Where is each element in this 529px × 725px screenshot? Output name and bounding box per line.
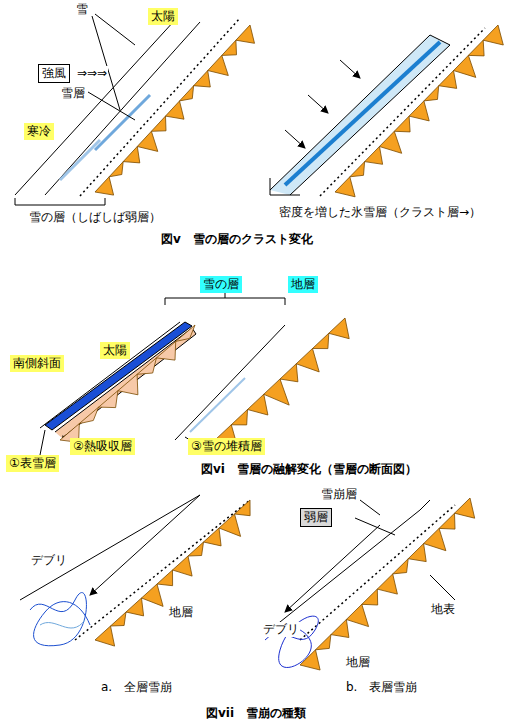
part-label: デブリ: [30, 553, 68, 568]
highlight-label: ①表雪層: [6, 455, 59, 472]
part-label: 雪: [75, 2, 89, 17]
part-label: 地層: [345, 655, 371, 670]
highlight-label: 太陽: [148, 8, 178, 25]
figure-caption: 図vi 雪層の融解変化（雪層の断面図）: [200, 462, 418, 477]
part-label: a. 全層雪崩: [100, 680, 173, 695]
ground-layer: [300, 498, 475, 670]
label-text: 雪の層: [203, 277, 239, 291]
highlight-label: 南側斜面: [10, 355, 64, 372]
figure-caption: 図vii 雪崩の種類: [205, 706, 307, 721]
ground-layer: [215, 318, 349, 448]
highlight-label: 地層: [288, 276, 318, 293]
label-text: 南側斜面: [13, 356, 61, 370]
highlight-label: ③雪の堆積層: [188, 438, 265, 455]
highlight-label: 弱層: [300, 508, 332, 527]
label-text: 弱層: [304, 510, 328, 524]
highlight-label: 太陽: [100, 342, 130, 359]
figure-caption: 図v 雪の層のクラスト変化: [160, 232, 314, 247]
highlight-label: 寒冷: [24, 123, 54, 140]
ground-layer: [95, 500, 250, 646]
ground-layer: [60, 325, 195, 442]
part-label: ⇒⇒⇒: [76, 66, 108, 81]
part-label: 雪の層（しばしば弱層）: [28, 210, 162, 225]
ground-layer: [335, 25, 503, 197]
label-text: ①表雪層: [9, 456, 56, 470]
highlight-label: 強風: [38, 64, 70, 83]
label-text: 強風: [42, 66, 66, 80]
label-text: 太陽: [103, 343, 127, 357]
part-label: 地表: [430, 602, 456, 617]
part-label: デブリ: [262, 622, 300, 637]
highlight-label: ②熱吸収層: [70, 438, 135, 455]
label-text: ③雪の堆積層: [191, 439, 262, 453]
label-text: 地層: [291, 277, 315, 291]
part-label: b. 表層雪崩: [345, 680, 418, 695]
label-text: 寒冷: [27, 124, 51, 138]
part-label: 雪層: [60, 86, 86, 101]
highlight-label: 雪の層: [200, 276, 242, 293]
label-text: ②熱吸収層: [73, 439, 132, 453]
ground-layer: [95, 25, 255, 195]
part-label: 密度を増した氷雪層（クラスト層→）: [278, 205, 482, 220]
part-label: 地層: [168, 605, 194, 620]
part-label: 雪崩層: [320, 487, 358, 502]
label-text: 太陽: [151, 9, 175, 23]
